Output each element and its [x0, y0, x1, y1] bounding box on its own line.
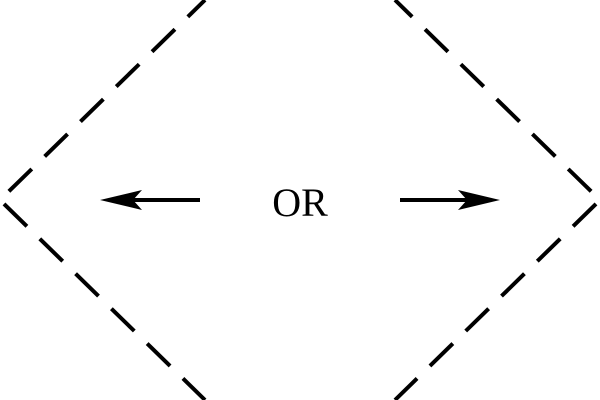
- left-dashed-boundary: [0, 0, 207, 400]
- right-dashed-boundary: [393, 0, 600, 400]
- right-arrow: [400, 190, 500, 210]
- left-arrow: [100, 190, 200, 210]
- or-label: OR: [272, 180, 328, 225]
